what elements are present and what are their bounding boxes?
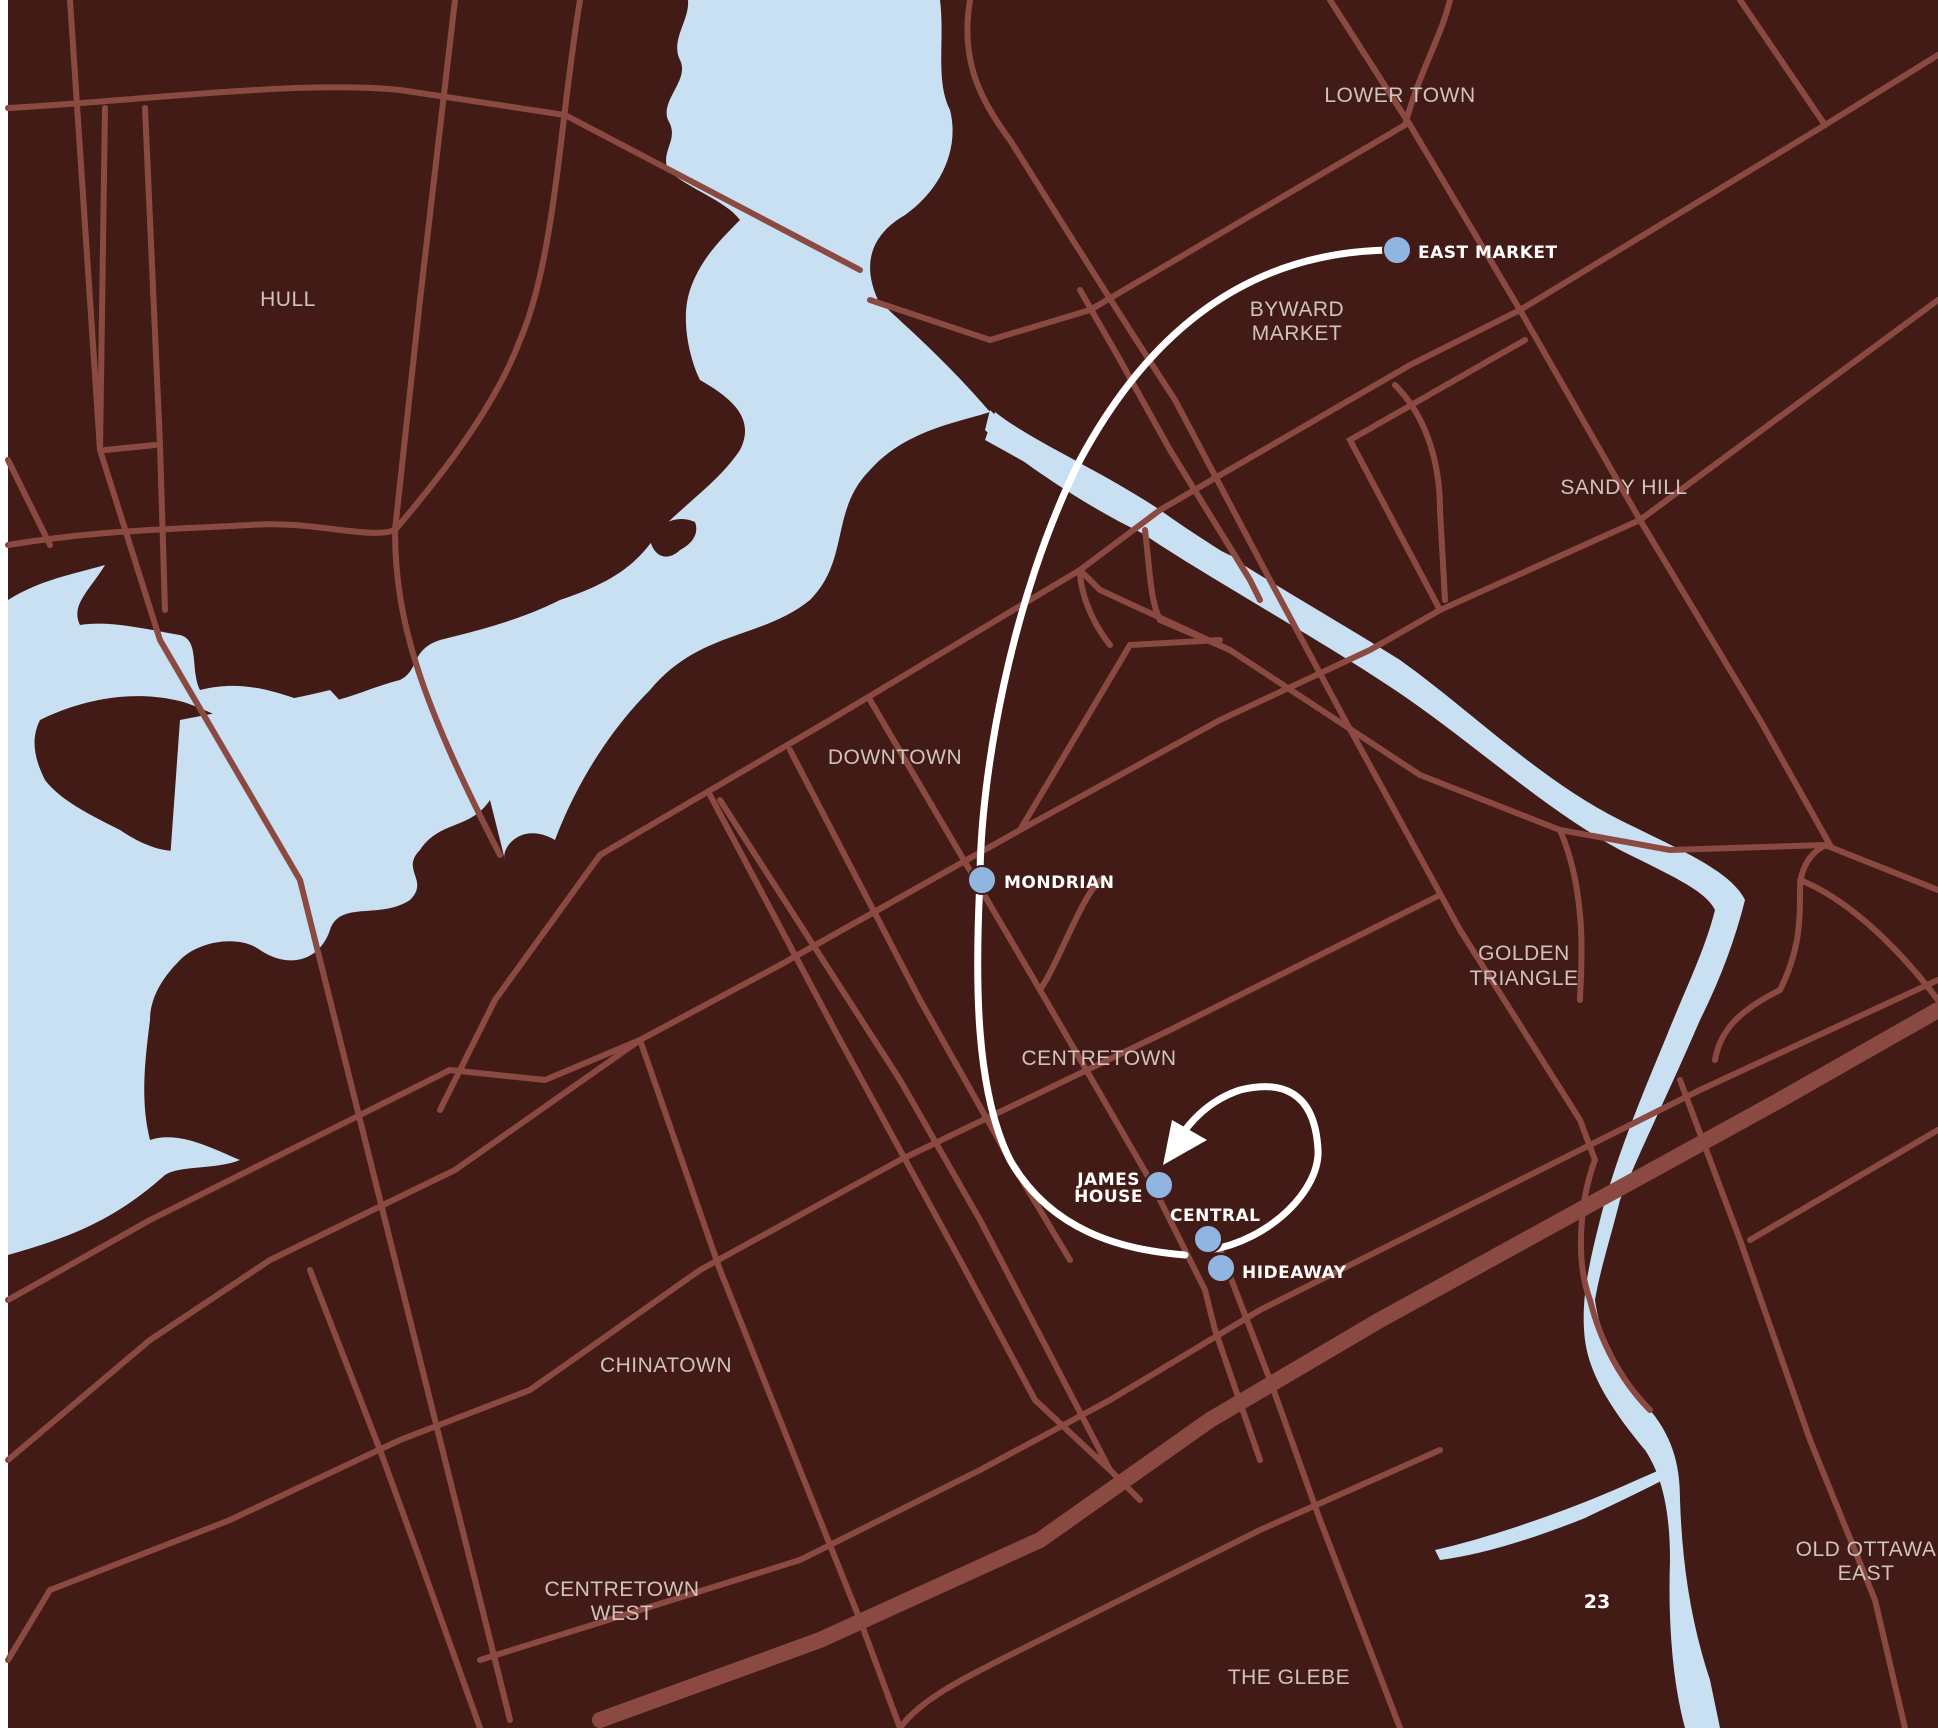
road <box>867 697 1263 1463</box>
road <box>5 1066 548 1303</box>
water <box>8 0 1745 1728</box>
stop-east-market-label: EAST MARKET <box>1418 243 1558 263</box>
district-golden-triangle-line2: TRIANGLE <box>1469 967 1578 990</box>
district-old-ottawa-east-line2: EAST <box>1838 1562 1895 1585</box>
road <box>1747 1127 1938 1243</box>
small-island <box>650 519 697 557</box>
road <box>1327 0 1833 848</box>
route-loop <box>1171 1083 1322 1254</box>
road <box>392 0 583 533</box>
road <box>1557 827 1585 1003</box>
road <box>787 747 1073 1263</box>
road <box>5 1587 53 1663</box>
road <box>1737 0 1828 128</box>
road <box>142 105 168 613</box>
road <box>1677 1077 1908 1728</box>
road <box>5 521 398 548</box>
dows-lake-arm <box>1435 1470 1663 1560</box>
road <box>67 0 513 1723</box>
route-stops: EAST MARKET MONDRIAN JAMES HOUSE CENTRAL… <box>967 235 1558 1283</box>
road <box>1077 567 1113 648</box>
stop-hideaway-marker[interactable] <box>1206 1253 1236 1283</box>
district-centretown: CENTRETOWN <box>1021 1047 1176 1070</box>
walking-route <box>974 246 1399 1259</box>
stop-central-marker[interactable] <box>1193 1224 1223 1254</box>
river-channel-1 <box>170 690 369 865</box>
stop-james-house-marker[interactable] <box>1144 1170 1174 1200</box>
district-centretown-west-line2: WEST <box>591 1602 654 1625</box>
district-downtown: DOWNTOWN <box>828 746 962 769</box>
road <box>5 1037 643 1463</box>
road <box>1037 877 1103 993</box>
road <box>1077 287 1263 603</box>
road <box>1345 337 1528 613</box>
road <box>47 892 1443 1593</box>
district-byward-market-line2: MARKET <box>1252 322 1343 345</box>
road <box>1217 1247 1403 1728</box>
road <box>307 1267 483 1728</box>
district-the-glebe: THE GLEBE <box>1228 1666 1350 1689</box>
stop-mondrian-marker[interactable] <box>967 865 997 895</box>
page-number: 23 <box>1584 1591 1610 1613</box>
road <box>477 977 1938 1663</box>
district-labels: LOWER TOWN HULL BYWARD MARKET SANDY HILL… <box>260 84 1936 1689</box>
road <box>437 52 1938 1113</box>
district-chinatown: CHINATOWN <box>600 1354 732 1377</box>
stop-central-label: CENTRAL <box>1170 1206 1261 1226</box>
route-path <box>974 246 1399 1259</box>
road <box>707 792 1113 1473</box>
road <box>637 1037 903 1728</box>
district-sandy-hill: SANDY HILL <box>1560 476 1687 499</box>
district-byward-market-line1: BYWARD <box>1250 298 1344 321</box>
district-hull: HULL <box>260 288 316 311</box>
road <box>542 297 1938 1083</box>
road <box>102 442 158 453</box>
stop-east-market-marker[interactable] <box>1382 235 1412 265</box>
route-arrowhead <box>1163 1120 1207 1165</box>
road <box>1392 382 1448 603</box>
district-centretown-west-line1: CENTRETOWN <box>544 1578 699 1601</box>
rail-corridor <box>592 1002 1938 1728</box>
stop-james-house-label-line2: HOUSE <box>1074 1187 1143 1207</box>
road <box>1017 637 1223 833</box>
stop-hideaway-label: HIDEAWAY <box>1242 1263 1347 1283</box>
road <box>964 0 1598 1163</box>
road <box>5 457 53 548</box>
stop-mondrian-label: MONDRIAN <box>1004 873 1115 893</box>
stop-james-house-label-line1: JAMES <box>1076 1170 1140 1190</box>
road <box>5 84 863 273</box>
road <box>1712 842 1833 1063</box>
road <box>867 0 1453 344</box>
district-golden-triangle-line1: GOLDEN <box>1478 942 1570 965</box>
district-old-ottawa-east-line1: OLD OTTAWA <box>1796 1538 1937 1561</box>
road <box>97 105 108 453</box>
road <box>1797 877 1938 1003</box>
road <box>897 1447 1443 1728</box>
road <box>391 0 503 858</box>
ottawa-river <box>8 0 990 1255</box>
district-lower-town: LOWER TOWN <box>1324 84 1475 107</box>
canal-upper <box>985 410 1240 575</box>
